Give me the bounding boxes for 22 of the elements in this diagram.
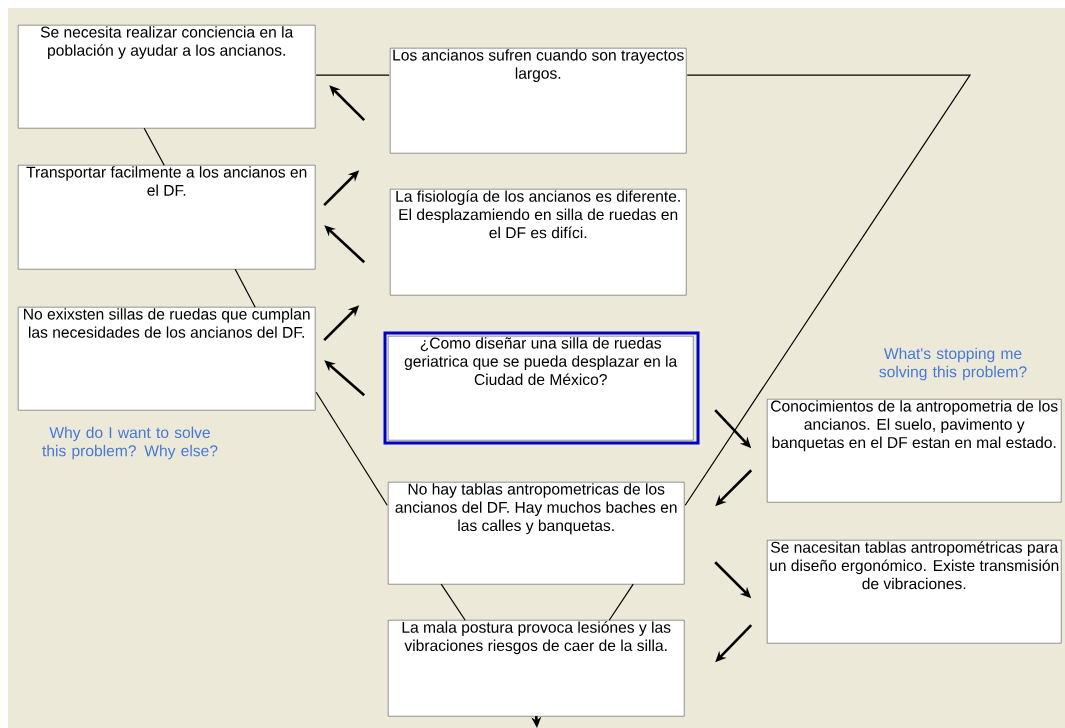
connector-line [440,583,466,621]
connector-line [315,74,390,76]
question-note: Why do I want to solve this problem? Why else? [42,426,218,460]
connector-line [608,583,634,621]
question-note: What's stopping me solving this problem? [879,347,1027,381]
text-box: Transportar facilmente a los ancianos en el DF. [18,165,316,270]
text-box: La mala postura provoca lesiónes y las vibraciones riesgos de caer de la silla. [388,620,685,717]
text-box: Conocimientos de la antropometria de los ancianos. El suelo, pavimento y banquetas en el DF estan en mal estado. [767,399,1062,503]
arrow [329,85,366,122]
text-box: No hay tablas antropometricas de los ancianos del DF. Hay muchos baches en las calles y banquetas. [388,482,685,585]
connector-line [234,268,256,308]
text-box: La fisiología de los ancianos es diferente. El desplazamiendo en silla de ruedas en el DF es difíci. [390,189,687,296]
connector-line [143,127,165,166]
arrow [324,225,366,264]
connector-line [315,391,388,506]
text-box: Los ancianos sufren cuando son trayectos largos. [390,48,687,154]
connector-line [684,74,972,506]
text-box: No exixsten sillas de ruedas que cumplan las necesidades de los ancianos del DF. [18,307,316,411]
text-box: Se nacesitan tablas antropométricas para un diseño ergonómico. Existe transmisión de vibraciones. [767,540,1062,644]
question-box: ¿Como diseñar una silla de ruedas geriatrica que se pueda desplazar en la Ciudad de México? [383,331,700,445]
arrow [324,360,366,397]
text-box: Se necesita realizar conciencia en la población y ayudar a los ancianos. [18,25,316,129]
